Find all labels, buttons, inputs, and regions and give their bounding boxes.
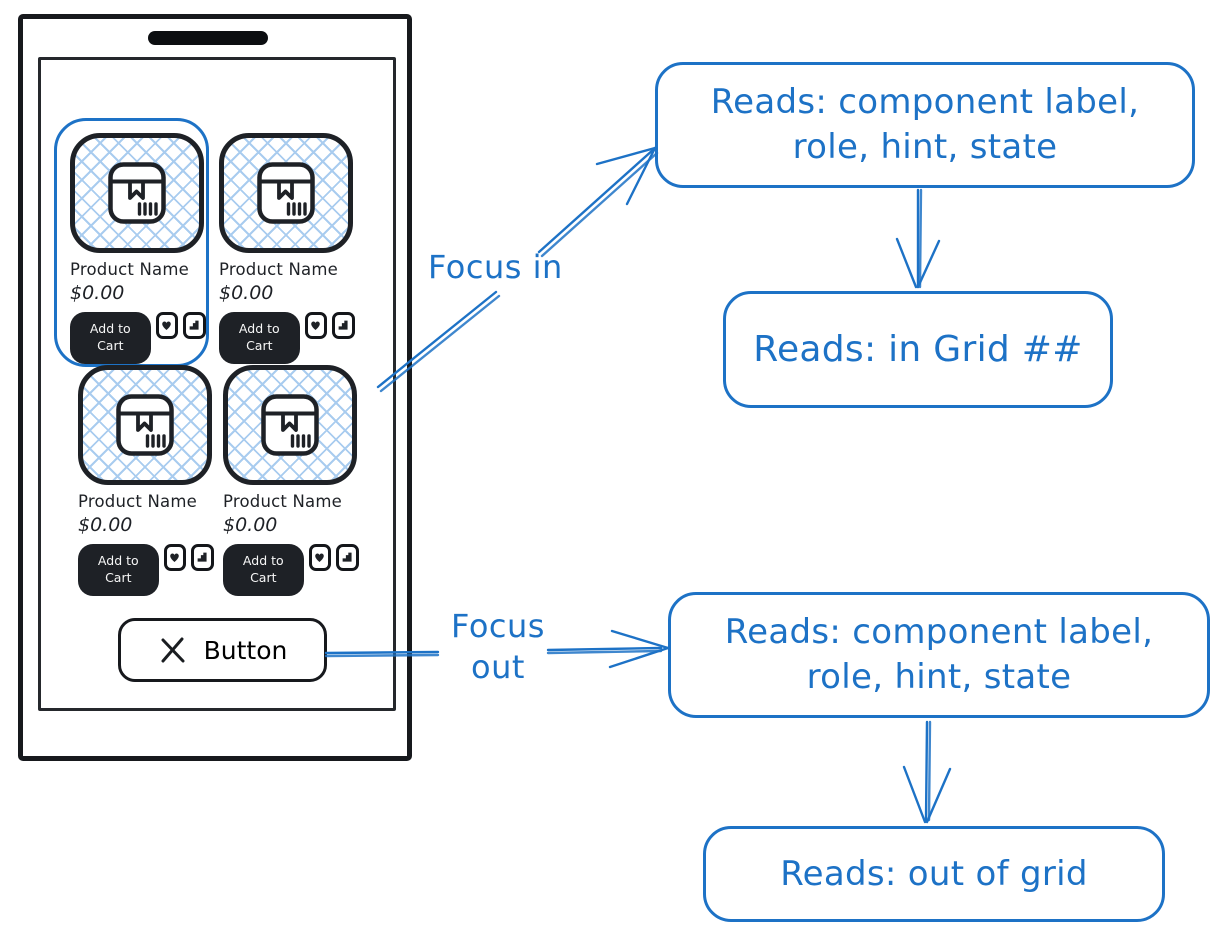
product-name: Product Name [223,492,342,511]
focus-out-label: Focus out [438,606,558,688]
phone-speaker [148,31,268,45]
stats-icon [197,552,207,562]
reads-in-grid-box: Reads: in Grid ## [723,291,1113,408]
add-to-cart-button[interactable]: Add to Cart [70,312,151,364]
add-to-cart-label: Cart [246,338,273,353]
product-name: Product Name [78,492,197,511]
component-to-outgrid-arrow [902,720,952,824]
package-icon [116,394,174,456]
card-actions: Add to Cart [70,312,206,364]
product-image [78,365,212,485]
add-to-cart-label: Add to [97,553,139,569]
product-image [223,365,357,485]
reads-component-box-bottom: Reads: component label, role, hint, stat… [668,592,1210,718]
favorite-button[interactable] [163,544,187,571]
product-card[interactable]: Product Name $0.00 Add to Cart [219,133,355,364]
focus-out-line1: Focus [451,607,545,645]
heart-icon [162,321,172,331]
package-icon [108,162,166,224]
focus-out-line2: out [471,647,525,686]
product-card[interactable]: Product Name $0.00 Add to Cart [78,365,214,596]
product-card[interactable]: Product Name $0.00 Add to Cart [223,365,359,596]
stats-button[interactable] [191,544,214,571]
heart-icon [170,553,180,563]
x-icon [161,637,185,663]
stats-icon [342,552,352,562]
stats-button[interactable] [183,312,206,339]
product-image [70,133,204,253]
stats-button[interactable] [332,312,355,339]
favorite-button[interactable] [308,544,332,571]
add-to-cart-label: Cart [105,570,132,585]
package-icon [261,394,319,456]
product-image [219,133,353,253]
phone-frame: Product Name $0.00 Add to Cart [18,14,412,761]
bottom-button[interactable]: Button [118,618,327,682]
card-actions: Add to Cart [78,544,214,596]
reads-component-box-top: Reads: component label, role, hint, stat… [655,62,1195,188]
reads-out-of-grid-label: Reads: out of grid [780,853,1088,894]
stats-button[interactable] [336,544,359,571]
reads-component-bottom-line1: Reads: component label, [724,612,1154,653]
reads-in-grid-label: Reads: in Grid ## [753,328,1083,370]
reads-out-of-grid-box: Reads: out of grid [703,826,1165,922]
add-to-cart-label: Cart [97,338,124,353]
card-actions: Add to Cart [219,312,355,364]
add-to-cart-label: Cart [250,570,277,585]
favorite-button[interactable] [155,312,179,339]
add-to-cart-label: Add to [238,321,280,337]
product-price: $0.00 [78,514,133,536]
stats-icon [189,320,199,330]
add-to-cart-button[interactable]: Add to Cart [223,544,304,596]
reads-component-top-line2: role, hint, state [792,127,1058,167]
product-card[interactable]: Product Name $0.00 Add to Cart [70,133,206,364]
heart-icon [315,553,325,563]
product-name: Product Name [70,260,189,279]
stats-icon [338,320,348,330]
product-name: Product Name [219,260,338,279]
add-to-cart-button[interactable]: Add to Cart [78,544,159,596]
bottom-button-label: Button [203,635,288,665]
card-actions: Add to Cart [223,544,359,596]
component-to-ingrid-arrow [895,188,941,289]
heart-icon [311,321,321,331]
product-price: $0.00 [219,282,274,304]
add-to-cart-label: Add to [242,553,284,569]
reads-component-top-line1: Reads: component label, [710,82,1140,123]
product-price: $0.00 [70,282,125,304]
add-to-cart-button[interactable]: Add to Cart [219,312,300,364]
add-to-cart-label: Add to [89,321,131,337]
product-price: $0.00 [223,514,278,536]
package-icon [257,162,315,224]
favorite-button[interactable] [304,312,328,339]
focus-in-label: Focus in [428,248,563,286]
phone-screen: Product Name $0.00 Add to Cart [38,57,396,711]
reads-component-bottom-line2: role, hint, state [806,657,1072,697]
